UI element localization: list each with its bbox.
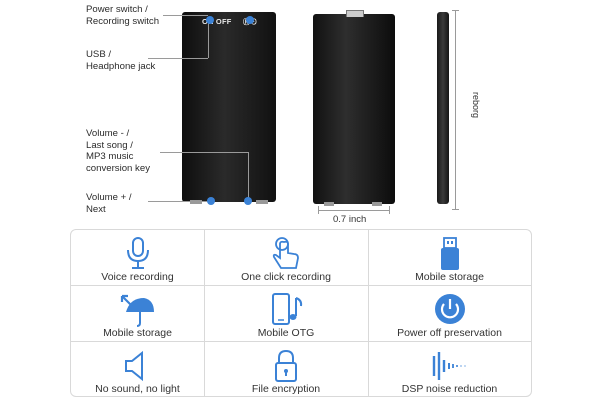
device-front (182, 12, 276, 202)
callout-dot-power (206, 16, 214, 24)
feature-label: Power off preservation (397, 327, 502, 339)
callout-dot-rec (246, 16, 254, 24)
feature-mobile-otg: Mobile OTG (204, 286, 368, 341)
hand-tap-icon (272, 237, 299, 269)
device-foot-right (256, 200, 268, 204)
feature-no-sound-no-light: No sound, no light (71, 342, 204, 397)
feature-label: Mobile storagе (103, 327, 172, 339)
feature-mobile-storage: Mobile storage (368, 230, 531, 285)
feature-dsp-noise-reduction: DSP noise reduction (368, 342, 531, 397)
usb-drive-icon (440, 237, 459, 270)
feature-voice-recording: Voice recording (71, 230, 204, 285)
usb-connector (346, 10, 364, 17)
feature-label: Mobile OTG (257, 327, 315, 339)
feature-mobile-storage-2: Mobile storagе (71, 286, 204, 341)
microphone-icon (126, 237, 149, 269)
device-on-off-text: ON OFF (202, 17, 232, 26)
feature-label: Voice recording (101, 271, 174, 283)
callout-dot-vol-plus (207, 197, 215, 205)
waveform-icon (432, 352, 466, 380)
lock-icon (275, 349, 297, 382)
feature-label: File encryption (251, 383, 321, 395)
callout-volume-minus: Volume - / Last song / MP3 music convers… (86, 128, 150, 174)
device-foot-left (190, 200, 202, 204)
feature-grid: Voice recording One click recording Mobi… (70, 229, 532, 397)
callout-dot-vol-minus (244, 197, 252, 205)
width-dimension-label: 0.7 inch (333, 214, 367, 225)
feature-power-off-preservation: Power off preservation (368, 286, 531, 341)
feature-label: One click recording (241, 271, 331, 283)
feature-one-click-recording: One click recording (204, 230, 368, 285)
phone-music-icon (272, 293, 303, 325)
callout-power-switch: Power switch / Recording switch (86, 4, 160, 27)
feature-label: Mobile storage (415, 271, 484, 283)
device-side (437, 12, 449, 204)
callout-usb: USB / Headphone jack (86, 49, 156, 72)
mute-speaker-icon (124, 350, 143, 382)
feature-label: DSP noise reduction (401, 383, 498, 395)
device-back (313, 14, 395, 204)
callout-volume-plus: Volume + / Next (86, 192, 132, 215)
feature-label: No sound, no light (95, 383, 180, 395)
power-icon (434, 294, 465, 324)
feature-file-encryption: File encryption (204, 342, 368, 397)
side-brand-label: reborg (471, 92, 481, 119)
umbrella-arrow-icon (120, 294, 154, 327)
